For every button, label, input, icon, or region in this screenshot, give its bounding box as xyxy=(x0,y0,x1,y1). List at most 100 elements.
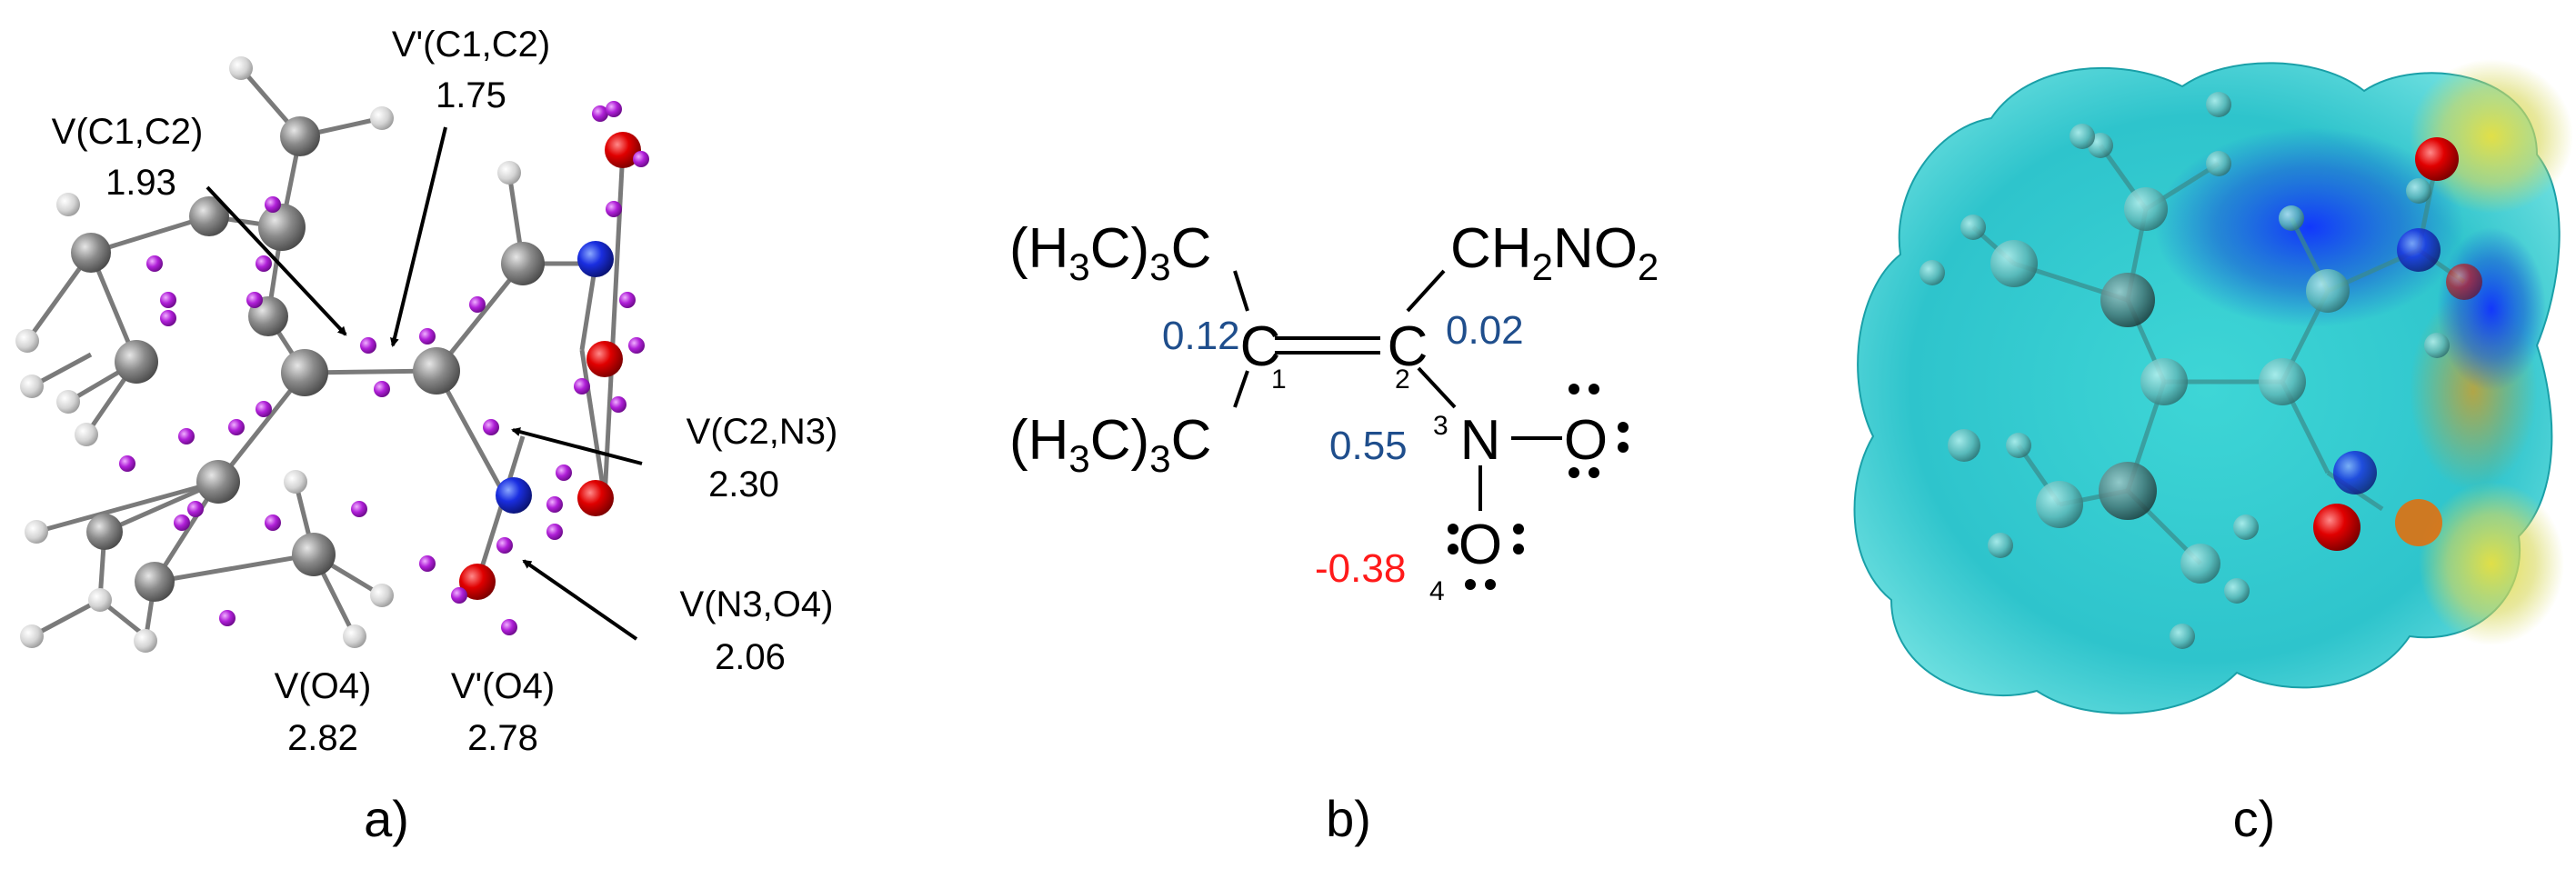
tbu-bottom-group: (H3C)3C xyxy=(1009,409,1211,480)
hydrogen-atom xyxy=(2170,624,2195,649)
caption-a: a) xyxy=(364,790,409,847)
elf-basin-attractor xyxy=(256,255,272,272)
elf-basin-attractor xyxy=(606,201,622,217)
elf-basin-attractor xyxy=(219,610,236,626)
tbu-top-group: (H3C)3C xyxy=(1009,217,1211,288)
bond-c1-tbu-bottom xyxy=(1233,370,1249,408)
charge-c2: 0.02 xyxy=(1446,308,1524,353)
basin-label-v-prime-o4: V'(O4) xyxy=(451,666,555,706)
elf-basin-attractor xyxy=(628,337,645,354)
elf-basin-attractor xyxy=(496,537,513,554)
basin-label-v-c1-c2: V(C1,C2) xyxy=(52,112,204,152)
bond-c1-tbu-top xyxy=(1233,270,1249,312)
elf-basin-attractor xyxy=(246,292,263,308)
elf-basin-attractor xyxy=(501,619,517,635)
panel-c-mep-surface xyxy=(1853,59,2573,714)
hydrogen-atom xyxy=(1988,533,2013,558)
elf-basin-attractor xyxy=(160,292,176,308)
hydrogen-atom xyxy=(2406,178,2431,204)
carbon-atom xyxy=(2100,273,2155,327)
lone-pair-dots xyxy=(1448,384,1629,590)
basin-label-v-n3-o4: V(N3,O4) xyxy=(680,584,834,624)
hydrogen-atom xyxy=(1960,215,1986,240)
carbon-atom xyxy=(501,242,545,285)
nitrogen-atom xyxy=(2397,228,2441,272)
arrow-v-prime-c1-c2 xyxy=(390,126,447,347)
bond xyxy=(579,349,607,499)
locant-o4: 4 xyxy=(1429,576,1445,606)
hydrogen-atom xyxy=(2206,151,2231,176)
hydrogen-atom xyxy=(56,390,80,414)
carbon-atom xyxy=(189,196,229,236)
carbon-atom xyxy=(2124,187,2168,231)
atom-c1: C xyxy=(1240,315,1281,378)
hydrogen-atom xyxy=(2070,124,2095,149)
basin-label-v-o4: V(O4) xyxy=(275,666,372,706)
carbon-atom xyxy=(2036,481,2083,528)
basin-label-v-prime-c1-c2: V'(C1,C2) xyxy=(392,25,550,65)
hydrogen-atom xyxy=(2006,433,2031,458)
elf-basin-attractor xyxy=(419,555,436,572)
hydrogen-atom xyxy=(15,329,39,353)
elf-basin-attractor xyxy=(178,428,195,444)
panel-a-labels: V(C1,C2) 1.93 V'(C1,C2) 1.75 V(C2,N3) 2.… xyxy=(52,25,838,758)
carbon-atom xyxy=(281,349,328,396)
hydrogen-atom xyxy=(2224,578,2250,604)
elf-basin-attractor xyxy=(174,514,190,531)
hydrogen-atom xyxy=(2279,205,2304,231)
bond xyxy=(154,552,315,584)
oxygen-atom xyxy=(586,341,623,377)
hydrogen-atom xyxy=(497,161,521,185)
basin-value-v-n3-o4: 2.06 xyxy=(715,637,786,677)
hydrogen-atom xyxy=(1919,260,1945,285)
basin-value-v-o4: 2.82 xyxy=(287,718,358,758)
elf-basin-attractor xyxy=(592,105,608,122)
arrow-v-c1-c2 xyxy=(205,185,347,336)
elf-basin-attractor xyxy=(187,501,204,517)
caption-b: b) xyxy=(1326,790,1371,847)
basin-value-v-c1-c2: 1.93 xyxy=(105,163,176,203)
atom-c2: C xyxy=(1388,315,1428,378)
hydrogen-atom xyxy=(88,588,112,612)
atom-n3: N xyxy=(1460,409,1501,472)
elf-basin-attractor xyxy=(228,419,245,435)
hydrogen-atom xyxy=(284,470,307,494)
mep-blue-region xyxy=(2155,127,2464,327)
oxygen-atom xyxy=(2446,264,2482,300)
hydrogen-atom xyxy=(134,629,157,653)
hydrogen-atom xyxy=(370,584,394,607)
hydrogen-atom xyxy=(343,624,366,648)
hydrogen-atom xyxy=(229,56,253,80)
basin-label-v-c2-n3: V(C2,N3) xyxy=(687,412,838,452)
atom-o-right: O xyxy=(1564,409,1608,472)
carbon-atom xyxy=(115,340,158,384)
carbon-atom xyxy=(135,562,175,602)
carbon-atom xyxy=(413,347,460,395)
carbon-atom xyxy=(2180,544,2220,584)
hydrogen-atom xyxy=(2424,333,2450,358)
arrow-v-c2-n3 xyxy=(511,427,643,465)
oxygen-atom xyxy=(577,480,614,516)
nitrogen-atom xyxy=(2333,451,2377,494)
locant-n3: 3 xyxy=(1433,411,1448,441)
carbon-atom xyxy=(196,460,240,504)
bond xyxy=(434,369,507,497)
charge-o4: -0.38 xyxy=(1315,546,1406,591)
locant-c2: 2 xyxy=(1395,365,1410,395)
elf-basin-attractor xyxy=(556,464,572,481)
elf-basin-attractor xyxy=(265,514,281,531)
oxygen-atom xyxy=(2313,504,2360,551)
bond xyxy=(30,597,102,639)
locant-c1: 1 xyxy=(1271,365,1287,395)
hydrogen-atom xyxy=(2206,92,2231,117)
carbon-atom xyxy=(292,533,336,576)
hydrogen-atom xyxy=(20,624,44,648)
basin-value-v-c2-n3: 2.30 xyxy=(708,464,779,504)
carbon-atom xyxy=(2259,358,2306,405)
elf-basin-attractor xyxy=(610,396,626,413)
oxygen-atom xyxy=(2415,137,2459,181)
hydrogen-atom xyxy=(20,375,44,398)
carbon-atom xyxy=(1990,240,2038,287)
hydrogen-atom xyxy=(56,193,80,216)
elf-basin-attractor xyxy=(256,401,272,417)
